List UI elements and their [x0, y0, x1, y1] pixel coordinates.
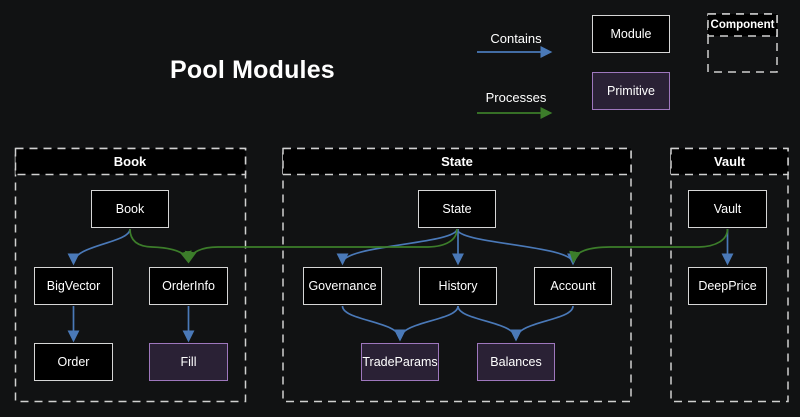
node-history: History	[419, 267, 497, 305]
component-header-vault	[670, 147, 789, 176]
component-title-state: State	[441, 153, 473, 169]
node-account: Account	[534, 267, 612, 305]
edge-state-account	[456, 228, 579, 266]
node-balances: Balances	[477, 343, 555, 381]
edge-book-orderinfo	[129, 228, 192, 264]
node-order-label: Order	[57, 355, 90, 369]
page-title: Pool Modules	[170, 56, 335, 84]
component-header-book	[14, 147, 247, 176]
node-bigvector: BigVector	[34, 267, 113, 305]
component-header-state	[282, 147, 632, 176]
node-tradeparams-label: TradeParams	[362, 355, 438, 369]
node-fill-label: Fill	[180, 355, 197, 369]
node-book-label: Book	[115, 202, 145, 216]
node-order: Order	[34, 343, 113, 381]
node-bigvector-label: BigVector	[46, 279, 101, 293]
node-state-label: State	[442, 202, 472, 216]
node-governance: Governance	[303, 267, 382, 305]
node-orderinfo: OrderInfo	[149, 267, 228, 305]
node-vault-label: Vault	[713, 202, 742, 216]
legend-contains-label: Contains	[490, 31, 542, 46]
node-deepprice-label: DeepPrice	[698, 279, 757, 293]
node-account-label: Account	[550, 279, 596, 293]
node-governance-label: Governance	[308, 279, 377, 293]
legend-primitive-sample: Primitive	[592, 72, 670, 110]
node-book: Book	[91, 190, 169, 228]
edge-vault-account	[569, 228, 729, 264]
edge-history-balances	[457, 305, 522, 342]
legend-processes-label: Processes	[485, 90, 547, 105]
edge-account-balances	[510, 305, 574, 342]
node-tradeparams: TradeParams	[361, 343, 439, 381]
legend-component-label: Component	[710, 19, 775, 31]
node-history-label: History	[438, 279, 478, 293]
legend-component-header	[707, 13, 778, 37]
edge-state-governance	[336, 228, 458, 266]
legend-module-sample: Module	[592, 15, 670, 53]
legend-primitive-label: Primitive	[607, 84, 655, 98]
component-title-book: Book	[113, 153, 147, 169]
node-orderinfo-label: OrderInfo	[162, 279, 215, 293]
component-title-vault: Vault	[713, 153, 746, 169]
node-vault: Vault	[688, 190, 767, 228]
node-deepprice: DeepPrice	[688, 267, 767, 305]
legend-module-label: Module	[610, 27, 652, 41]
edge-history-tradeparams	[394, 305, 459, 342]
node-state: State	[418, 190, 496, 228]
edge-state-orderinfo	[184, 228, 458, 264]
edge-governance-tradeparams	[341, 305, 406, 342]
node-balances-label: Balances	[490, 355, 542, 369]
node-fill: Fill	[149, 343, 228, 381]
edge-book-bigvector	[67, 228, 131, 266]
